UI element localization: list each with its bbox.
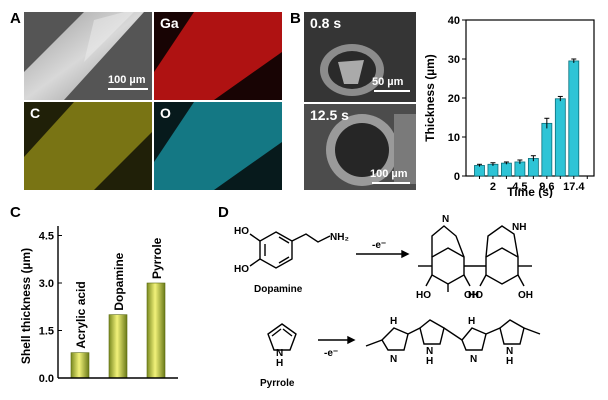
sem-image-fiber: 100 µm (24, 12, 152, 100)
reaction-schemes: HO HO NH₂ Dopamine -e⁻ N NH HO OH HO OH … (234, 214, 541, 389)
shell-thickness-chart: 0.0 1.5 3.0 4.5 Acrylic acid Dopamine Pyrrole… (19, 226, 178, 385)
tube-drawing-late (304, 104, 416, 190)
panel-label-a: A (10, 10, 21, 27)
bar (108, 314, 128, 379)
label-ppy-h3: H (468, 316, 475, 327)
category-label: Dopamine (112, 252, 126, 310)
label-ppy-n1: N (390, 354, 397, 365)
scale-label: 100 µm (108, 74, 146, 86)
scale-label: 50 µm (372, 76, 404, 88)
fiber-drawing (24, 12, 152, 100)
category-label: Acrylic acid (74, 281, 88, 348)
y-tick-label: 40 (448, 15, 460, 27)
bar (554, 98, 566, 177)
pyrrole-ring (267, 323, 297, 351)
label-dopamine: Dopamine (254, 284, 303, 295)
map-label-o: O (160, 105, 171, 121)
scale-bar (374, 90, 410, 92)
x-tick-label: 17.4 (563, 181, 585, 193)
bar (474, 165, 485, 177)
y-axis-title: Shell thickness (µm) (19, 248, 33, 364)
c-signal (24, 102, 152, 190)
map-label-c: C (30, 105, 41, 121)
x-tick-label: 9.6 (539, 181, 554, 193)
label-pyrrole-nh-h: H (276, 358, 283, 369)
sem-image-0-8s: 0.8 s 50 µm (304, 12, 416, 102)
thickness-vs-time-chart: 0 10 20 30 40 2 4.5 9.6 17.4 Thickness (µm) Tim… (423, 15, 595, 198)
label-ppy-h2: H (426, 356, 433, 367)
tube-drawing-early (304, 12, 416, 102)
y-tick-label: 0.0 (39, 373, 54, 385)
panel-label-c: C (10, 204, 21, 221)
label-nh: NH (512, 222, 526, 233)
y-axis-title: Thickness (µm) (423, 54, 437, 142)
y-tick-label: 3.0 (39, 278, 54, 290)
scale-label: 100 µm (370, 168, 408, 180)
label-ppy-h1: H (390, 316, 397, 327)
bar (70, 352, 90, 379)
bar (487, 163, 499, 177)
x-tick-label: 4.5 (512, 181, 527, 193)
y-tick-label: 0 (454, 171, 460, 183)
ga-signal (154, 12, 282, 100)
label-pyrrole-nh-n: N (276, 348, 283, 359)
eds-map-o: O (154, 102, 282, 190)
y-tick-label: 30 (448, 54, 460, 66)
scale-bar (108, 88, 148, 90)
time-label-late: 12.5 s (310, 107, 349, 123)
label-ppy-h4: H (506, 356, 513, 367)
label-n: N (442, 214, 449, 225)
label-ho-b: HO (468, 290, 483, 301)
label-arrow-2: -e⁻ (324, 348, 338, 359)
eds-map-c: C (24, 102, 152, 190)
bar (514, 161, 526, 177)
panel-label-d: D (218, 204, 229, 221)
label-oh-b: OH (518, 290, 533, 301)
sem-image-12-5s: 12.5 s 100 µm (304, 104, 416, 190)
x-axis-title: Time (s) (507, 185, 553, 198)
label-pyrrole: Pyrrole (260, 378, 295, 389)
bar (146, 282, 166, 379)
label-ppy-n4: N (506, 346, 513, 357)
eds-map-ga: Ga (154, 12, 282, 100)
label-oh-a: OH (464, 290, 479, 301)
label-ppy-n2: N (426, 346, 433, 357)
label-ppy-n3: N (470, 354, 477, 365)
label-ho-bottom: HO (234, 264, 249, 275)
y-tick-label: 1.5 (39, 326, 54, 338)
o-signal (154, 102, 282, 190)
y-tick-label: 10 (448, 132, 460, 144)
category-label: Pyrrole (150, 237, 164, 279)
label-nh2: NH₂ (330, 232, 349, 243)
x-tick-label: 2 (490, 181, 496, 193)
scale-bar (372, 182, 410, 184)
label-arrow-1: -e⁻ (372, 240, 386, 251)
bar (568, 60, 580, 177)
y-tick-label: 4.5 (39, 231, 54, 243)
label-ho-a: HO (416, 290, 431, 301)
label-ho-top: HO (234, 226, 249, 237)
bar (541, 122, 553, 177)
time-label-early: 0.8 s (310, 15, 342, 31)
y-tick-label: 20 (448, 93, 460, 105)
bar (501, 162, 512, 177)
panel-label-b: B (290, 10, 301, 27)
map-label-ga: Ga (160, 15, 179, 31)
